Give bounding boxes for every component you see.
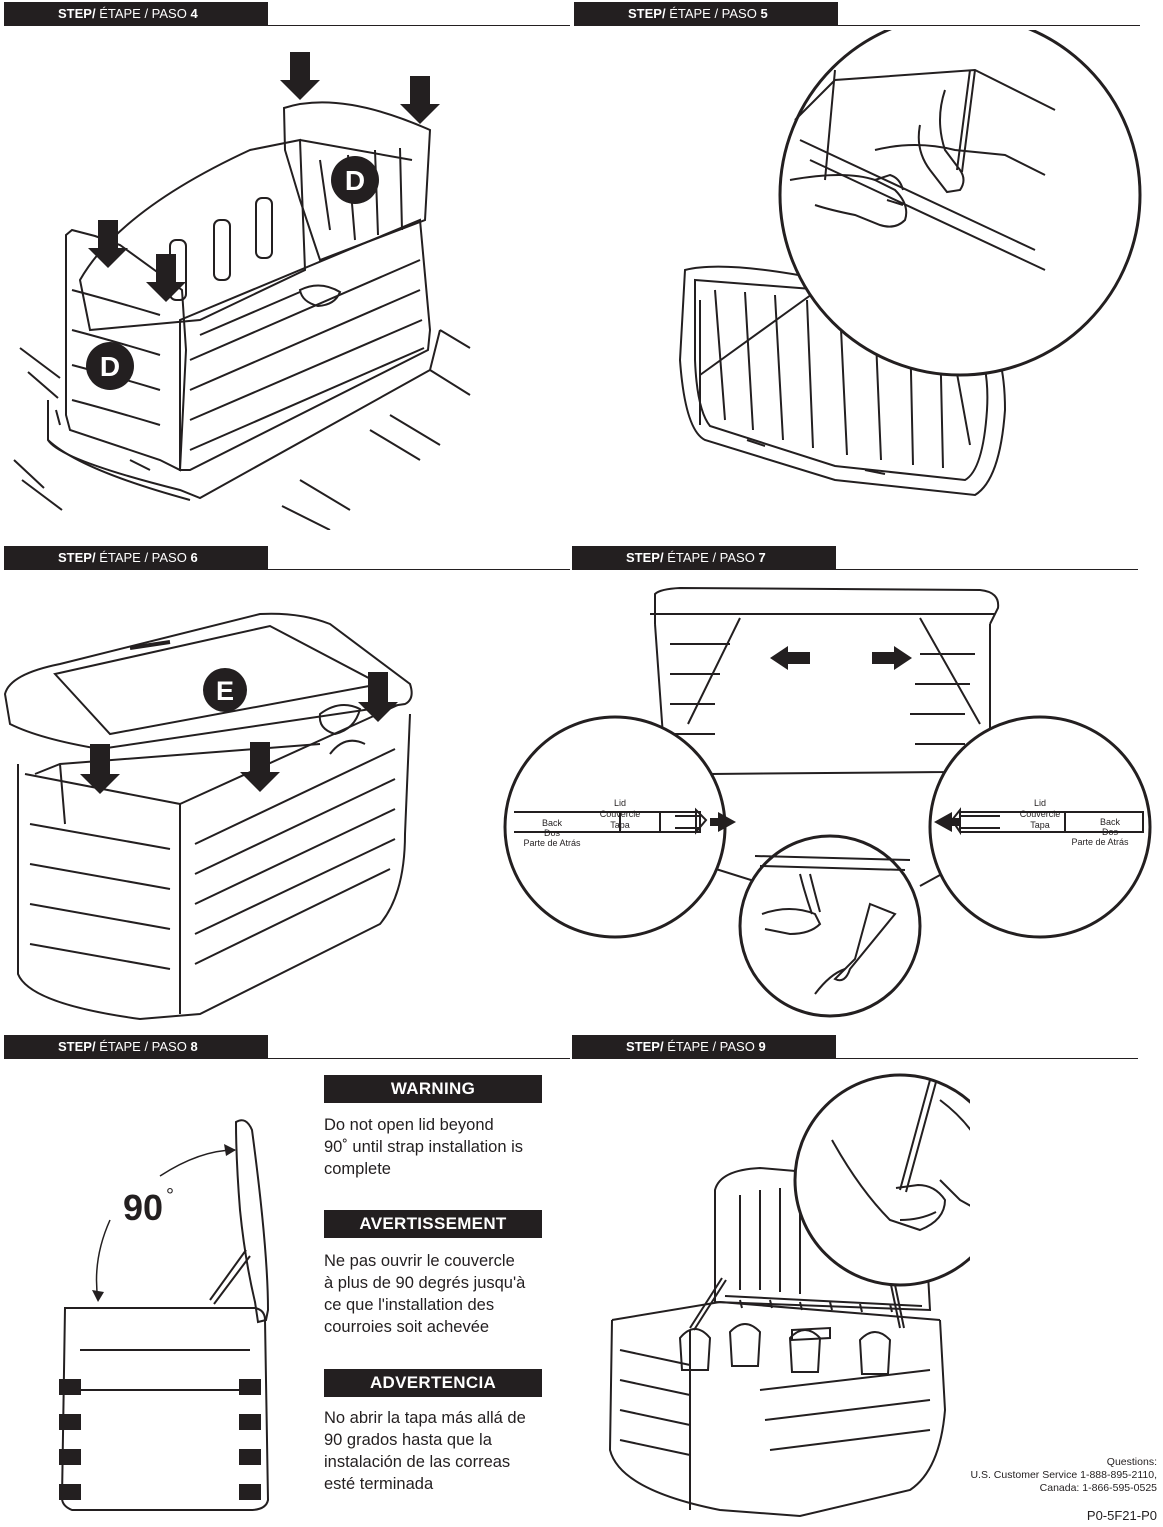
part-d-label-front: D [100,351,120,382]
step-5-header: STEP/ ÉTAPE / PASO 5 [574,2,1140,26]
step-8-illustration: 90 ° [40,1110,320,1520]
step-4-illustration: D D [0,30,570,530]
svg-text:Back: Back [542,818,563,828]
step-5-illustration [575,30,1160,530]
warning-title-fr: AVERTISSEMENT [324,1210,542,1238]
step-5-rule [838,25,1140,26]
lid-label-right: Lid Couvercle Tapa [1020,798,1061,830]
svg-text:Tapa: Tapa [1030,820,1050,830]
svg-text:Parte de Atrás: Parte de Atrás [523,838,581,848]
svg-text:Back: Back [1100,817,1121,827]
document-code: P0-5F21-P0 [1086,1508,1157,1523]
step-6-header: STEP/ ÉTAPE / PASO 6 [4,546,570,570]
questions-label: Questions: [1106,1456,1157,1468]
degree-symbol: ° [166,1185,174,1207]
warning-text-fr: Ne pas ouvrir le couvercle à plus de 90 … [324,1252,526,1336]
step-4-header: STEP/ ÉTAPE / PASO 4 [4,2,570,26]
step-7-rule [836,569,1138,570]
step-5-tab: STEP/ ÉTAPE / PASO 5 [574,2,838,26]
step-6-tab: STEP/ ÉTAPE / PASO 6 [4,546,268,570]
step-7-illustration: Lid Couvercle Tapa Back Dos Parte de Atr… [500,574,1163,1030]
back-label-left: Back Dos Parte de Atrás [523,818,581,848]
step-6-rule [268,569,570,570]
step-6-illustration: E [0,574,570,1030]
step-9-illustration [600,1070,970,1522]
svg-text:Parte de Atrás: Parte de Atrás [1071,837,1129,847]
svg-text:Tapa: Tapa [610,820,630,830]
svg-text:Lid: Lid [614,798,626,808]
svg-text:Couvercle: Couvercle [600,809,641,819]
questions-contact: Questions: U.S. Customer Service 1-888-8… [970,1456,1157,1495]
step-7-header: STEP/ ÉTAPE / PASO 7 [572,546,1138,570]
canada-customer-service: Canada: 1-866-595-0525 [1039,1482,1157,1494]
back-label-right: Back Dos Parte de Atrás [1071,817,1129,847]
part-d-label-rear: D [345,165,365,196]
warning-title-es: ADVERTENCIA [324,1369,542,1397]
step-4-tab: STEP/ ÉTAPE / PASO 4 [4,2,268,26]
svg-text:Lid: Lid [1034,798,1046,808]
part-e-label: E [216,676,234,706]
svg-text:Couvercle: Couvercle [1020,809,1061,819]
us-customer-service: U.S. Customer Service 1-888-895-2110, [970,1469,1157,1481]
lid-label-left: Lid Couvercle Tapa [600,798,641,830]
step-4-rule [268,25,570,26]
warning-title-en: WARNING [324,1075,542,1103]
angle-label: 90 [123,1187,163,1228]
step-9-rule [836,1058,1138,1059]
warning-text-es: No abrir la tapa más allá de 90 grados h… [324,1409,526,1493]
svg-text:Dos: Dos [544,828,561,838]
step-8-header: STEP/ ÉTAPE / PASO 8 [4,1035,570,1059]
step-7-tab: STEP/ ÉTAPE / PASO 7 [572,546,836,570]
step-9-header: STEP/ ÉTAPE / PASO 9 [572,1035,1138,1059]
step-8-rule [268,1058,570,1059]
svg-text:Dos: Dos [1102,827,1119,837]
step-9-tab: STEP/ ÉTAPE / PASO 9 [572,1035,836,1059]
warning-text-en: Do not open lid beyond 90˚ until strap i… [324,1116,524,1178]
step-8-tab: STEP/ ÉTAPE / PASO 8 [4,1035,268,1059]
